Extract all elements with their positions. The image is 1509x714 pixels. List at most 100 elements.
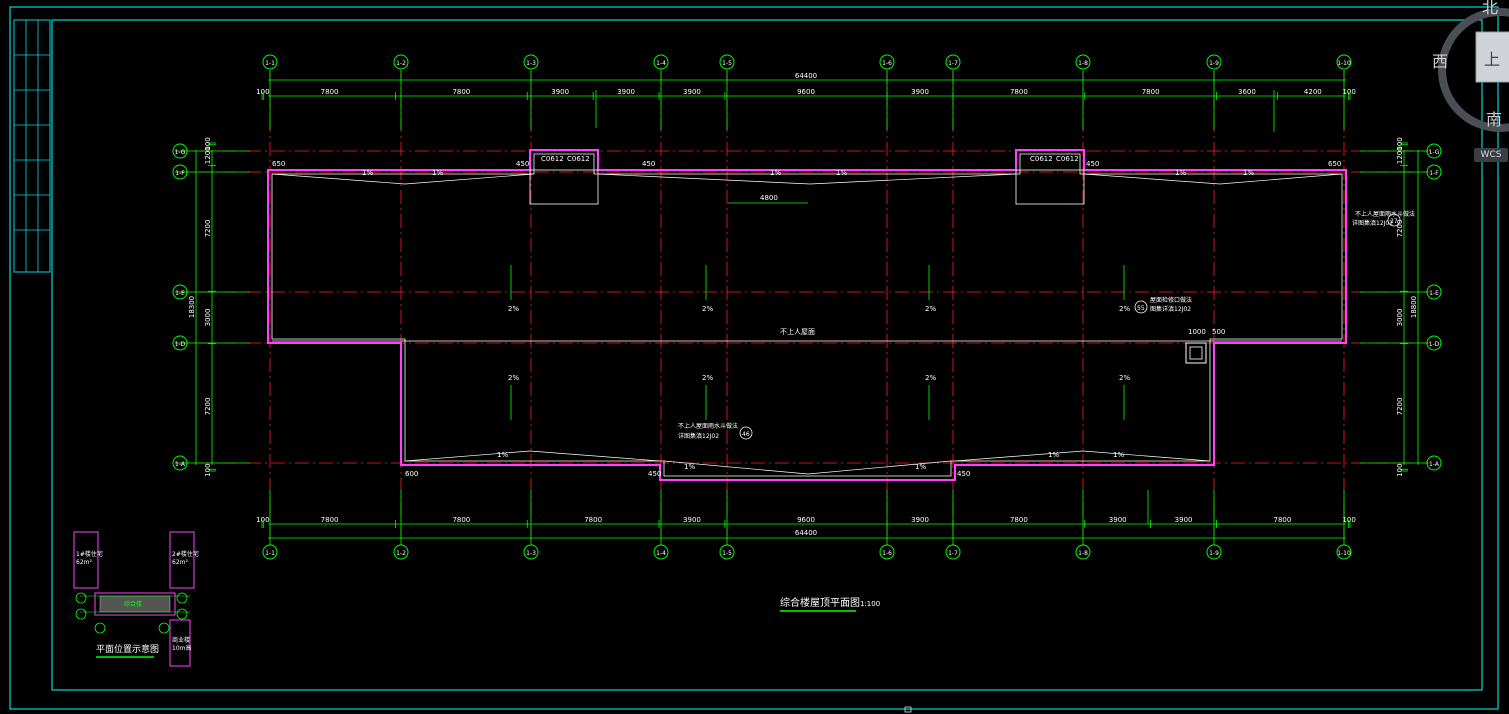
svg-text:1:100: 1:100 xyxy=(860,600,880,608)
axis-bubble xyxy=(172,143,188,159)
svg-text:10m高: 10m高 xyxy=(172,644,191,652)
svg-text:详图集滇12J02: 详图集滇12J02 xyxy=(678,432,719,440)
svg-text:2%: 2% xyxy=(1119,374,1130,382)
svg-text:1%: 1% xyxy=(497,451,508,459)
svg-text:2%: 2% xyxy=(508,374,519,382)
axis-bubble xyxy=(1075,544,1091,560)
dim-total-bottom: 64400 xyxy=(795,529,817,537)
axis-label: 1-8 xyxy=(1078,60,1088,67)
axis-label: 1-5 xyxy=(722,60,732,67)
dim-text: 7800 xyxy=(584,516,602,524)
dim-text: 1200 xyxy=(204,146,212,164)
axis-label: 1-2 xyxy=(396,550,406,557)
dim-text: 3900 xyxy=(1175,516,1193,524)
dim-text: 3900 xyxy=(617,88,635,96)
svg-text:27: 27 xyxy=(1390,218,1398,225)
roof-outline xyxy=(267,149,1347,481)
horizontal-grid-lines xyxy=(175,150,1430,464)
axis-bubble xyxy=(1426,455,1442,471)
annotations: 不上人屋面 650 650 450 450 450 C0612 C0612 C0… xyxy=(272,155,1415,478)
dim-text: 100 xyxy=(256,88,269,96)
dim-text: 7800 xyxy=(1010,88,1028,96)
dim-text: 7800 xyxy=(1010,516,1028,524)
axis-bubble xyxy=(945,544,961,560)
axis-bubble xyxy=(1426,164,1442,180)
svg-text:1%: 1% xyxy=(770,169,781,177)
axis-label: 1-9 xyxy=(1209,60,1219,67)
dim-text: 3900 xyxy=(911,516,929,524)
svg-text:C0612: C0612 xyxy=(1030,155,1053,163)
svg-text:1%: 1% xyxy=(915,463,926,471)
wcs-menu-button[interactable]: WCS xyxy=(1474,148,1508,162)
axis-label: 1-4 xyxy=(656,60,666,67)
svg-text:综合楼: 综合楼 xyxy=(124,600,142,608)
dim-text: 7200 xyxy=(1396,398,1404,416)
svg-text:650: 650 xyxy=(272,160,285,168)
viewcube-west[interactable]: 西 xyxy=(1432,52,1449,71)
axis-bubble xyxy=(1426,284,1442,300)
svg-text:2%: 2% xyxy=(702,374,713,382)
axis-label: 1-D xyxy=(175,341,186,348)
svg-text:不上人屋面雨水斗做法: 不上人屋面雨水斗做法 xyxy=(1355,210,1415,218)
svg-text:55: 55 xyxy=(1137,305,1145,312)
axis-bubble xyxy=(172,284,188,300)
axis-label: 1-3 xyxy=(526,550,536,557)
axis-bubble xyxy=(653,54,669,70)
axis-label: 1-A xyxy=(1429,461,1440,468)
dim-text: 3900 xyxy=(911,88,929,96)
axis-bubble xyxy=(719,544,735,560)
dim-text: 100 xyxy=(1396,463,1404,476)
dim-text: 1200 xyxy=(1396,146,1404,164)
grid-axis-bubbles: 1-11-11-21-21-31-31-41-41-51-51-61-61-71… xyxy=(172,54,1442,560)
axis-label: 1-1 xyxy=(265,550,275,557)
axis-bubble xyxy=(1206,544,1222,560)
dim-total-left: 18300 xyxy=(188,296,196,318)
axis-label: 1-A xyxy=(175,461,186,468)
viewcube-north[interactable]: 北 xyxy=(1482,0,1499,17)
axis-label: 1-7 xyxy=(948,60,958,67)
dim-text: 7800 xyxy=(321,88,339,96)
axis-label: 1-1 xyxy=(265,60,275,67)
svg-text:1%: 1% xyxy=(362,169,373,177)
viewcube-south[interactable]: 南 xyxy=(1486,110,1503,129)
axis-bubble xyxy=(1336,544,1352,560)
svg-text:1%: 1% xyxy=(432,169,443,177)
dim-text: 100 xyxy=(204,463,212,476)
axis-label: 1-F xyxy=(175,170,185,177)
axis-label: 1-D xyxy=(1429,341,1440,348)
svg-text:450: 450 xyxy=(957,470,970,478)
viewcube-top-face[interactable]: 上 xyxy=(1484,50,1501,69)
svg-text:不上人屋面雨水斗做法: 不上人屋面雨水斗做法 xyxy=(678,422,738,430)
svg-text:综合楼屋顶平面图: 综合楼屋顶平面图 xyxy=(780,596,860,609)
axis-label: 1-3 xyxy=(526,60,536,67)
dim-text: 100 xyxy=(256,516,269,524)
viewcube-ring xyxy=(1438,8,1509,132)
axis-bubble xyxy=(172,335,188,351)
dim-text: 4200 xyxy=(1304,88,1322,96)
viewcube-widget[interactable]: 北 西 南 上 xyxy=(1420,0,1509,170)
dim-text: 7200 xyxy=(204,220,212,238)
dim-text: 3900 xyxy=(683,516,701,524)
axis-bubble xyxy=(1336,54,1352,70)
dim-text: 7800 xyxy=(1142,88,1160,96)
axis-label: 1-8 xyxy=(1078,550,1088,557)
axis-label: 1-7 xyxy=(948,550,958,557)
axis-bubble xyxy=(653,544,669,560)
axis-label: 1-6 xyxy=(882,60,892,67)
svg-text:C0612: C0612 xyxy=(541,155,564,163)
dim-text: 100 xyxy=(1342,516,1355,524)
axis-bubble xyxy=(1426,335,1442,351)
axis-bubble xyxy=(393,544,409,560)
roof-label: 不上人屋面 xyxy=(780,327,815,336)
axis-label: 1-E xyxy=(1429,290,1439,297)
svg-text:1#楼住宅: 1#楼住宅 xyxy=(76,550,103,558)
svg-text:1000: 1000 xyxy=(1188,328,1206,336)
svg-text:62m²: 62m² xyxy=(76,559,92,566)
axis-bubble xyxy=(262,544,278,560)
svg-text:2%: 2% xyxy=(702,305,713,313)
svg-text:650: 650 xyxy=(1328,160,1341,168)
svg-text:450: 450 xyxy=(642,160,655,168)
svg-text:2#楼住宅: 2#楼住宅 xyxy=(172,550,199,558)
svg-text:1%: 1% xyxy=(836,169,847,177)
